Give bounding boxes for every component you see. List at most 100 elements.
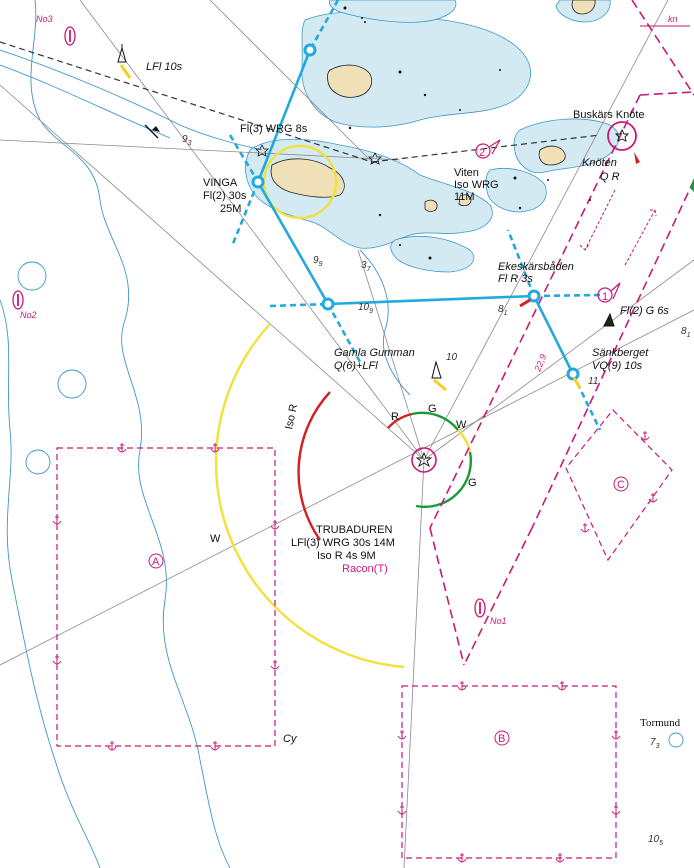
- buoy-no3-icon[interactable]: [64, 26, 76, 46]
- contour-nw-band-2: [0, 64, 171, 139]
- label-fl3-wrg: Fl(3) WRG 8s: [240, 123, 308, 135]
- island-small-2: [424, 199, 438, 212]
- anchor-icon: [580, 523, 590, 533]
- node-vinga-north[interactable]: [303, 43, 317, 57]
- leading-mid-south-dash: [326, 303, 362, 363]
- island-knoten: [538, 145, 566, 166]
- sankberget-buoy-icon[interactable]: [572, 377, 582, 389]
- soundings: 93 99 37 109 10 81 11 81 73 105: [182, 134, 691, 847]
- buoy-no1-icon[interactable]: [474, 598, 486, 618]
- land-areas: [270, 0, 596, 212]
- anchor-icon: [107, 741, 117, 751]
- anchor-symbols: [52, 431, 658, 863]
- sounding-5: 10: [446, 352, 458, 363]
- label-viten-char: Iso WRG: [454, 179, 499, 191]
- label-anchorage-a: A: [152, 556, 160, 568]
- fl3-light-star-icon: [255, 144, 269, 157]
- label-buskars: Buskärs Knöte: [573, 109, 645, 121]
- sounding-3: 37: [361, 260, 372, 273]
- sector-arc-green-top: [411, 411, 459, 431]
- traffic-lanes: [429, 0, 694, 666]
- contour-center: [359, 249, 411, 396]
- label-iso-r: Iso R: [283, 403, 300, 431]
- route-marker-2-ring: [475, 143, 491, 159]
- anchor-icon: [52, 655, 62, 665]
- label-vinga-range: 25M: [220, 203, 241, 215]
- sector-arcs: [214, 144, 473, 669]
- anchor-icon: [210, 741, 220, 751]
- label-vinga-name: VINGA: [203, 177, 238, 189]
- fl2g-buoy-icon[interactable]: [603, 312, 615, 327]
- node-gamla-gumman[interactable]: [321, 297, 335, 311]
- sector-arc-yellow-large: [214, 323, 405, 669]
- knoten-star-icon: [614, 128, 630, 142]
- contour-ring-3: [25, 449, 51, 475]
- label-vinga-char: Fl(2) 30s: [203, 190, 247, 202]
- trubaduren-light[interactable]: [411, 447, 437, 473]
- lane-arrows: [579, 189, 657, 266]
- lfl-buoy-icon[interactable]: [117, 44, 132, 79]
- lane-east: [531, 179, 694, 529]
- label-viten-range: 11M: [454, 191, 475, 203]
- sounding-9: 73: [650, 737, 660, 750]
- lane-right-edge: [631, 0, 694, 96]
- label-fl2-g6s: Fl(2) G 6s: [620, 305, 669, 317]
- sounding-2: 99: [313, 255, 323, 268]
- trubaduren-star-icon: [415, 451, 433, 468]
- knoten-flare-icon: [634, 152, 640, 164]
- bearing-line-5: [403, 459, 425, 868]
- label-gamla-name: Gamla Gumman: [334, 347, 415, 359]
- knoten-ring: [607, 121, 637, 151]
- green-light-right-icon: [690, 178, 694, 192]
- node-ekeskarsbaden[interactable]: [527, 289, 541, 303]
- node-sankberget[interactable]: [566, 367, 580, 381]
- anchor-icon: [555, 853, 565, 863]
- label-sector-g-right: G: [468, 477, 477, 489]
- anchorage-b-ring: [494, 730, 510, 746]
- contour-ring-1: [17, 261, 47, 291]
- buoy-no2-icon[interactable]: [12, 290, 24, 310]
- small-rocks: [343, 6, 591, 260]
- island-main-north: [327, 64, 372, 98]
- route-marker-2-tail: [488, 139, 501, 155]
- sector-arc-red: [297, 391, 331, 541]
- bearing-line-2: [0, 84, 425, 461]
- lane-south-east: [463, 527, 533, 666]
- route-marker-1-ring: [597, 287, 613, 303]
- sounding-6: 81: [498, 304, 508, 317]
- sounding-4: 109: [358, 302, 373, 315]
- anchor-icon: [457, 681, 467, 691]
- gamla-gumman-buoy-icon[interactable]: [431, 360, 447, 392]
- leading-vinga-north: [256, 49, 312, 183]
- label-tormund: Tormund: [640, 717, 681, 729]
- bearing-line-6: [0, 139, 401, 161]
- label-trub-char1: LFl(3) WRG 30s 14M: [291, 537, 395, 549]
- label-trub-name: TRUBADUREN: [316, 524, 392, 536]
- label-gamla-char: Q(6)+LFl: [334, 360, 378, 372]
- anchorage-c-ring: [613, 476, 629, 492]
- label-viten-name: Viten: [454, 167, 479, 179]
- bearing-line-3: [0, 309, 694, 666]
- shallow-areas: [245, 0, 620, 273]
- knoten-light[interactable]: [607, 121, 640, 164]
- anchor-icon: [648, 493, 658, 503]
- ekeskar-buoy-icon[interactable]: [519, 298, 531, 308]
- anchor-icon: [397, 805, 407, 815]
- bearing-line-1: [79, 0, 425, 461]
- sounding-10: 105: [648, 834, 663, 847]
- beacon-nw-icon: [144, 124, 160, 139]
- label-trub-char2: Iso R 4s 9M: [317, 550, 376, 562]
- island-top-right: [571, 0, 596, 15]
- label-buoy-no2: No2: [20, 310, 37, 320]
- anchor-icon: [397, 730, 407, 740]
- sounding-7: 11: [588, 376, 598, 387]
- shallow-east: [485, 168, 547, 213]
- node-vinga[interactable]: [251, 175, 265, 189]
- label-sector-w-top: W: [456, 419, 467, 431]
- leading-nodes: [251, 43, 580, 381]
- label-buoy-no1: No1: [490, 616, 507, 626]
- bearing-line-9: [209, 0, 373, 163]
- shallow-south-reef: [390, 235, 475, 273]
